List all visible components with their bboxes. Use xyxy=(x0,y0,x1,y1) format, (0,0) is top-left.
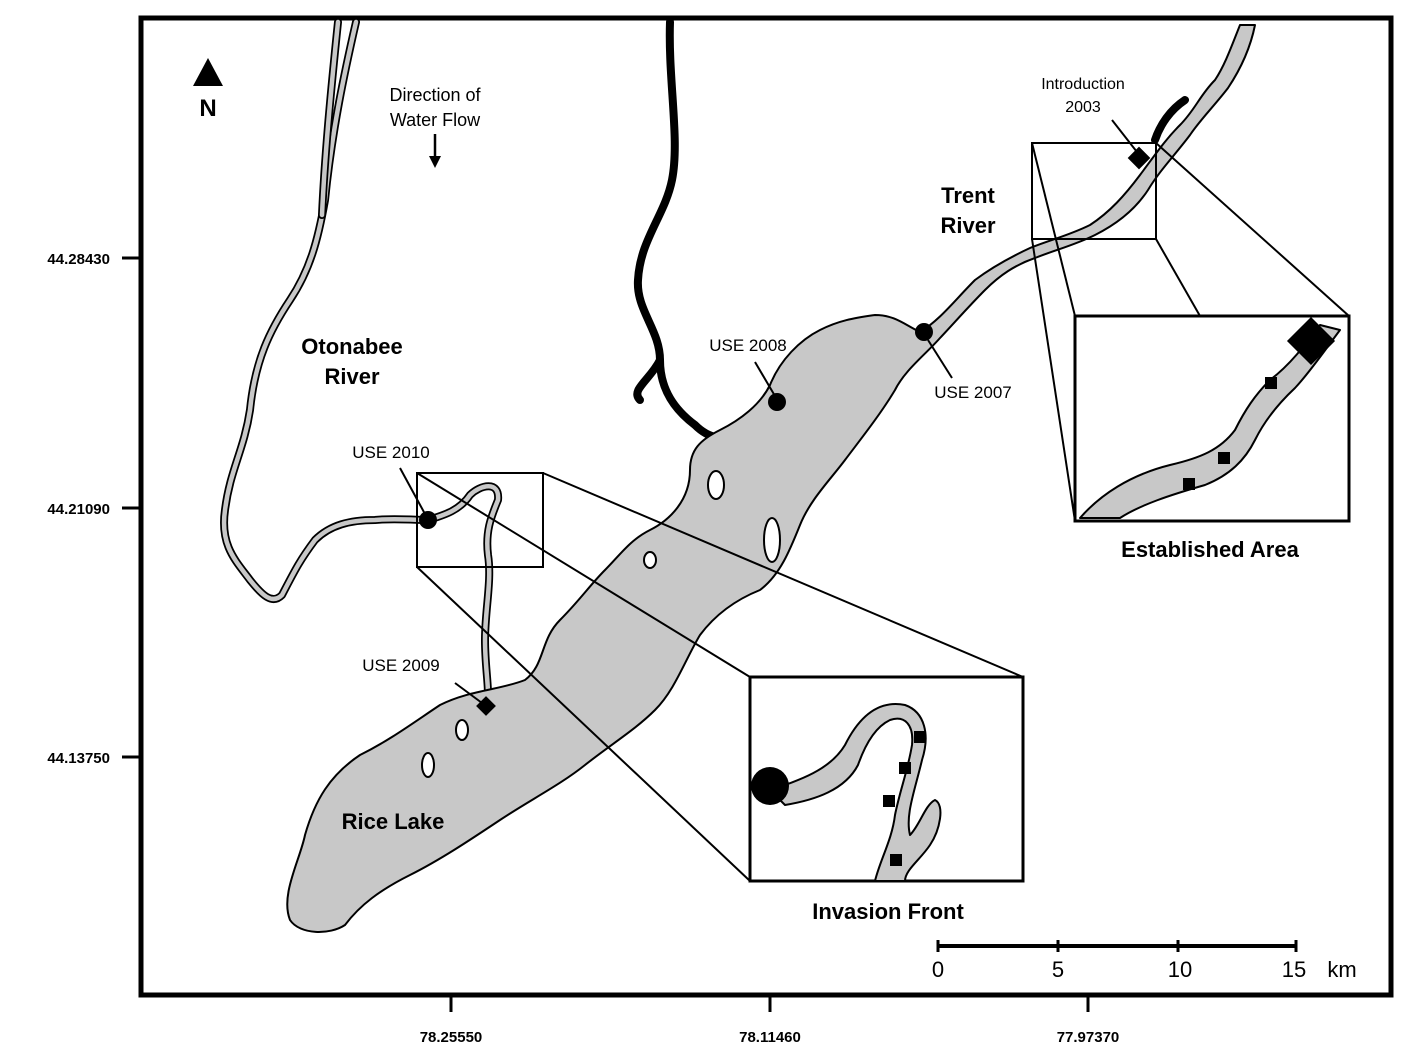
established-inset xyxy=(1073,314,1351,523)
otonabee-label-line2: River xyxy=(324,364,379,389)
invasion-inset xyxy=(748,675,1025,883)
established-sample-site xyxy=(1218,452,1230,464)
invasion-sample-site xyxy=(890,854,902,866)
tributary-river xyxy=(633,18,744,442)
use-2008-site-marker xyxy=(768,393,786,411)
invasion-sample-site xyxy=(899,762,911,774)
longitude-label: 78.11460 xyxy=(739,1029,801,1046)
use-2008-label: USE 2008 xyxy=(709,336,787,355)
lake-islands xyxy=(421,470,781,778)
invasion-sample-site xyxy=(883,795,895,807)
established-sample-site xyxy=(1265,377,1277,389)
otonabee-label-line1: Otonabee xyxy=(301,334,402,359)
latitude-ticks xyxy=(122,256,141,759)
longitude-ticks xyxy=(449,995,1090,1012)
flow-label-line2: Water Flow xyxy=(390,110,481,130)
invasion-zoom-lines xyxy=(416,472,1024,882)
rice-lake-water xyxy=(286,24,1256,933)
established-zoom-lines xyxy=(1031,142,1350,522)
invasion-front-title: Invasion Front xyxy=(812,899,964,924)
scale-tick-15: 15 xyxy=(1282,957,1306,982)
north-label: N xyxy=(199,95,216,122)
trent-label-line1: Trent xyxy=(941,183,995,208)
trent-label-line2: River xyxy=(940,213,995,238)
use-2010-label: USE 2010 xyxy=(352,443,430,462)
down-arrow-head xyxy=(429,156,441,168)
latitude-label: 44.21090 xyxy=(47,501,110,518)
use-2009-label: USE 2009 xyxy=(362,656,440,675)
rice-lake-label: Rice Lake xyxy=(342,809,445,834)
longitude-label: 77.97370 xyxy=(1057,1029,1120,1046)
scale-bar xyxy=(936,940,1298,952)
introduction-label-line1: Introduction xyxy=(1041,76,1125,93)
scale-tick-5: 5 xyxy=(1052,957,1064,982)
scale-tick-10: 10 xyxy=(1168,957,1192,982)
leader-lines xyxy=(399,119,1138,704)
use-2010-site-marker xyxy=(419,511,437,529)
otonabee-river xyxy=(220,18,503,709)
use-2007-label: USE 2007 xyxy=(934,383,1012,402)
introduction-label-line2: 2003 xyxy=(1065,99,1101,116)
invasion-inset-use2010-site xyxy=(751,767,789,805)
scale-unit: km xyxy=(1327,957,1356,982)
use-2009-site-marker xyxy=(476,696,496,716)
trent-channel xyxy=(1151,96,1189,144)
established-sample-site xyxy=(1183,478,1195,490)
north-arrow-icon xyxy=(193,58,223,86)
use-2007-site-marker xyxy=(915,323,933,341)
latitude-label: 44.13750 xyxy=(47,750,110,767)
longitude-label: 78.25550 xyxy=(420,1029,483,1046)
invasion-sample-site xyxy=(914,731,926,743)
flow-label-line1: Direction of xyxy=(389,85,481,105)
latitude-label: 44.28430 xyxy=(47,251,110,268)
invasion-inset-river xyxy=(769,703,942,882)
scale-tick-0: 0 xyxy=(932,957,944,982)
established-area-title: Established Area xyxy=(1121,537,1299,562)
